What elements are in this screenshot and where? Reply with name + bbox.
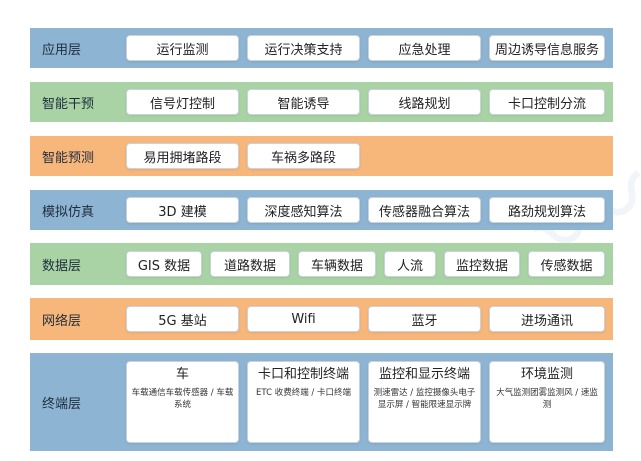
data-box-road[interactable]: 道路数据 (210, 251, 290, 277)
sim-box-3d-modeling[interactable]: 3D 建模 (126, 197, 239, 223)
layer-data: 数据层 GIS 数据 道路数据 车辆数据 人流 监控数据 传感数据 (30, 243, 613, 285)
layer-label-simulation: 模拟仿真 (42, 204, 95, 220)
intervene-box-smart-guidance[interactable]: 智能诱导 (247, 89, 360, 115)
terminal-title-vehicle: 车 (175, 367, 189, 382)
layer-label-terminal: 终端层 (42, 396, 82, 412)
layer-label-data: 数据层 (42, 258, 82, 274)
data-box-sensor[interactable]: 传感数据 (528, 251, 605, 277)
intervene-box-checkpoint-diversion[interactable]: 卡口控制分流 (489, 89, 605, 115)
app-box-emergency[interactable]: 应急处理 (368, 35, 481, 61)
layer-smart-intervention: 智能干预 信号灯控制 智能诱导 线路规划 卡口控制分流 (30, 82, 613, 122)
network-box-5g[interactable]: 5G 基站 (126, 306, 239, 332)
layer-terminal: 终端层 车 车载通信车载传感器 / 车载系统 卡口和控制终端 ETC 收费终端 … (30, 353, 613, 451)
terminal-title-checkpoint: 卡口和控制终端 (257, 367, 349, 382)
layer-label-smart-intervention: 智能干预 (42, 96, 95, 112)
sim-box-sensor-fusion[interactable]: 传感器融合算法 (368, 197, 481, 223)
terminal-desc-vehicle: 车载通信车载传感器 / 车载系统 (131, 388, 234, 410)
layer-simulation: 模拟仿真 3D 建模 深度感知算法 传感器融合算法 路劲规划算法 (30, 190, 613, 230)
app-box-guidance-service[interactable]: 周边诱导信息服务 (489, 35, 605, 61)
layer-label-network: 网络层 (42, 313, 82, 329)
app-box-run-monitor[interactable]: 运行监测 (126, 35, 239, 61)
network-box-wifi[interactable]: Wifi (247, 306, 360, 332)
intervene-box-signal-control[interactable]: 信号灯控制 (126, 89, 239, 115)
terminal-box-environment[interactable]: 环境监测 大气监测团雾监测风 / 速监测 (489, 361, 605, 443)
layer-network: 网络层 5G 基站 Wifi 蓝牙 进场通讯 (30, 298, 613, 340)
sim-box-depth-perception[interactable]: 深度感知算法 (247, 197, 360, 223)
predict-box-accident-sections[interactable]: 车祸多路段 (247, 143, 360, 169)
data-box-gis[interactable]: GIS 数据 (126, 251, 202, 277)
layer-label-application: 应用层 (42, 42, 82, 58)
network-box-bluetooth[interactable]: 蓝牙 (368, 306, 481, 332)
terminal-desc-environment: 大气监测团雾监测风 / 速监测 (496, 388, 598, 410)
terminal-title-environment: 环境监测 (520, 367, 573, 382)
sim-box-path-planning[interactable]: 路劲规划算法 (489, 197, 605, 223)
predict-box-congestion-sections[interactable]: 易用拥堵路段 (126, 143, 239, 169)
network-box-near-field[interactable]: 进场通讯 (489, 306, 605, 332)
data-box-surveillance[interactable]: 监控数据 (444, 251, 520, 277)
data-box-pedestrian-flow[interactable]: 人流 (384, 251, 436, 277)
terminal-desc-monitor-display: 测速雷达 / 监控摄像头电子显示屏 / 智能限速显示牌 (373, 388, 476, 410)
terminal-title-monitor-display: 监控和显示终端 (378, 367, 470, 382)
app-box-decision-support[interactable]: 运行决策支持 (247, 35, 360, 61)
terminal-box-monitor-display[interactable]: 监控和显示终端 测速雷达 / 监控摄像头电子显示屏 / 智能限速显示牌 (368, 361, 481, 443)
intervene-box-route-planning[interactable]: 线路规划 (368, 89, 481, 115)
layer-application: 应用层 运行监测 运行决策支持 应急处理 周边诱导信息服务 (30, 28, 613, 68)
layer-smart-prediction: 智能预测 易用拥堵路段 车祸多路段 (30, 136, 613, 176)
data-box-vehicle[interactable]: 车辆数据 (298, 251, 376, 277)
terminal-box-vehicle[interactable]: 车 车载通信车载传感器 / 车载系统 (126, 361, 239, 443)
terminal-box-checkpoint[interactable]: 卡口和控制终端 ETC 收费终端 / 卡口终端 (247, 361, 360, 443)
layer-label-smart-prediction: 智能预测 (42, 150, 95, 166)
terminal-desc-checkpoint: ETC 收费终端 / 卡口终端 (256, 388, 351, 398)
